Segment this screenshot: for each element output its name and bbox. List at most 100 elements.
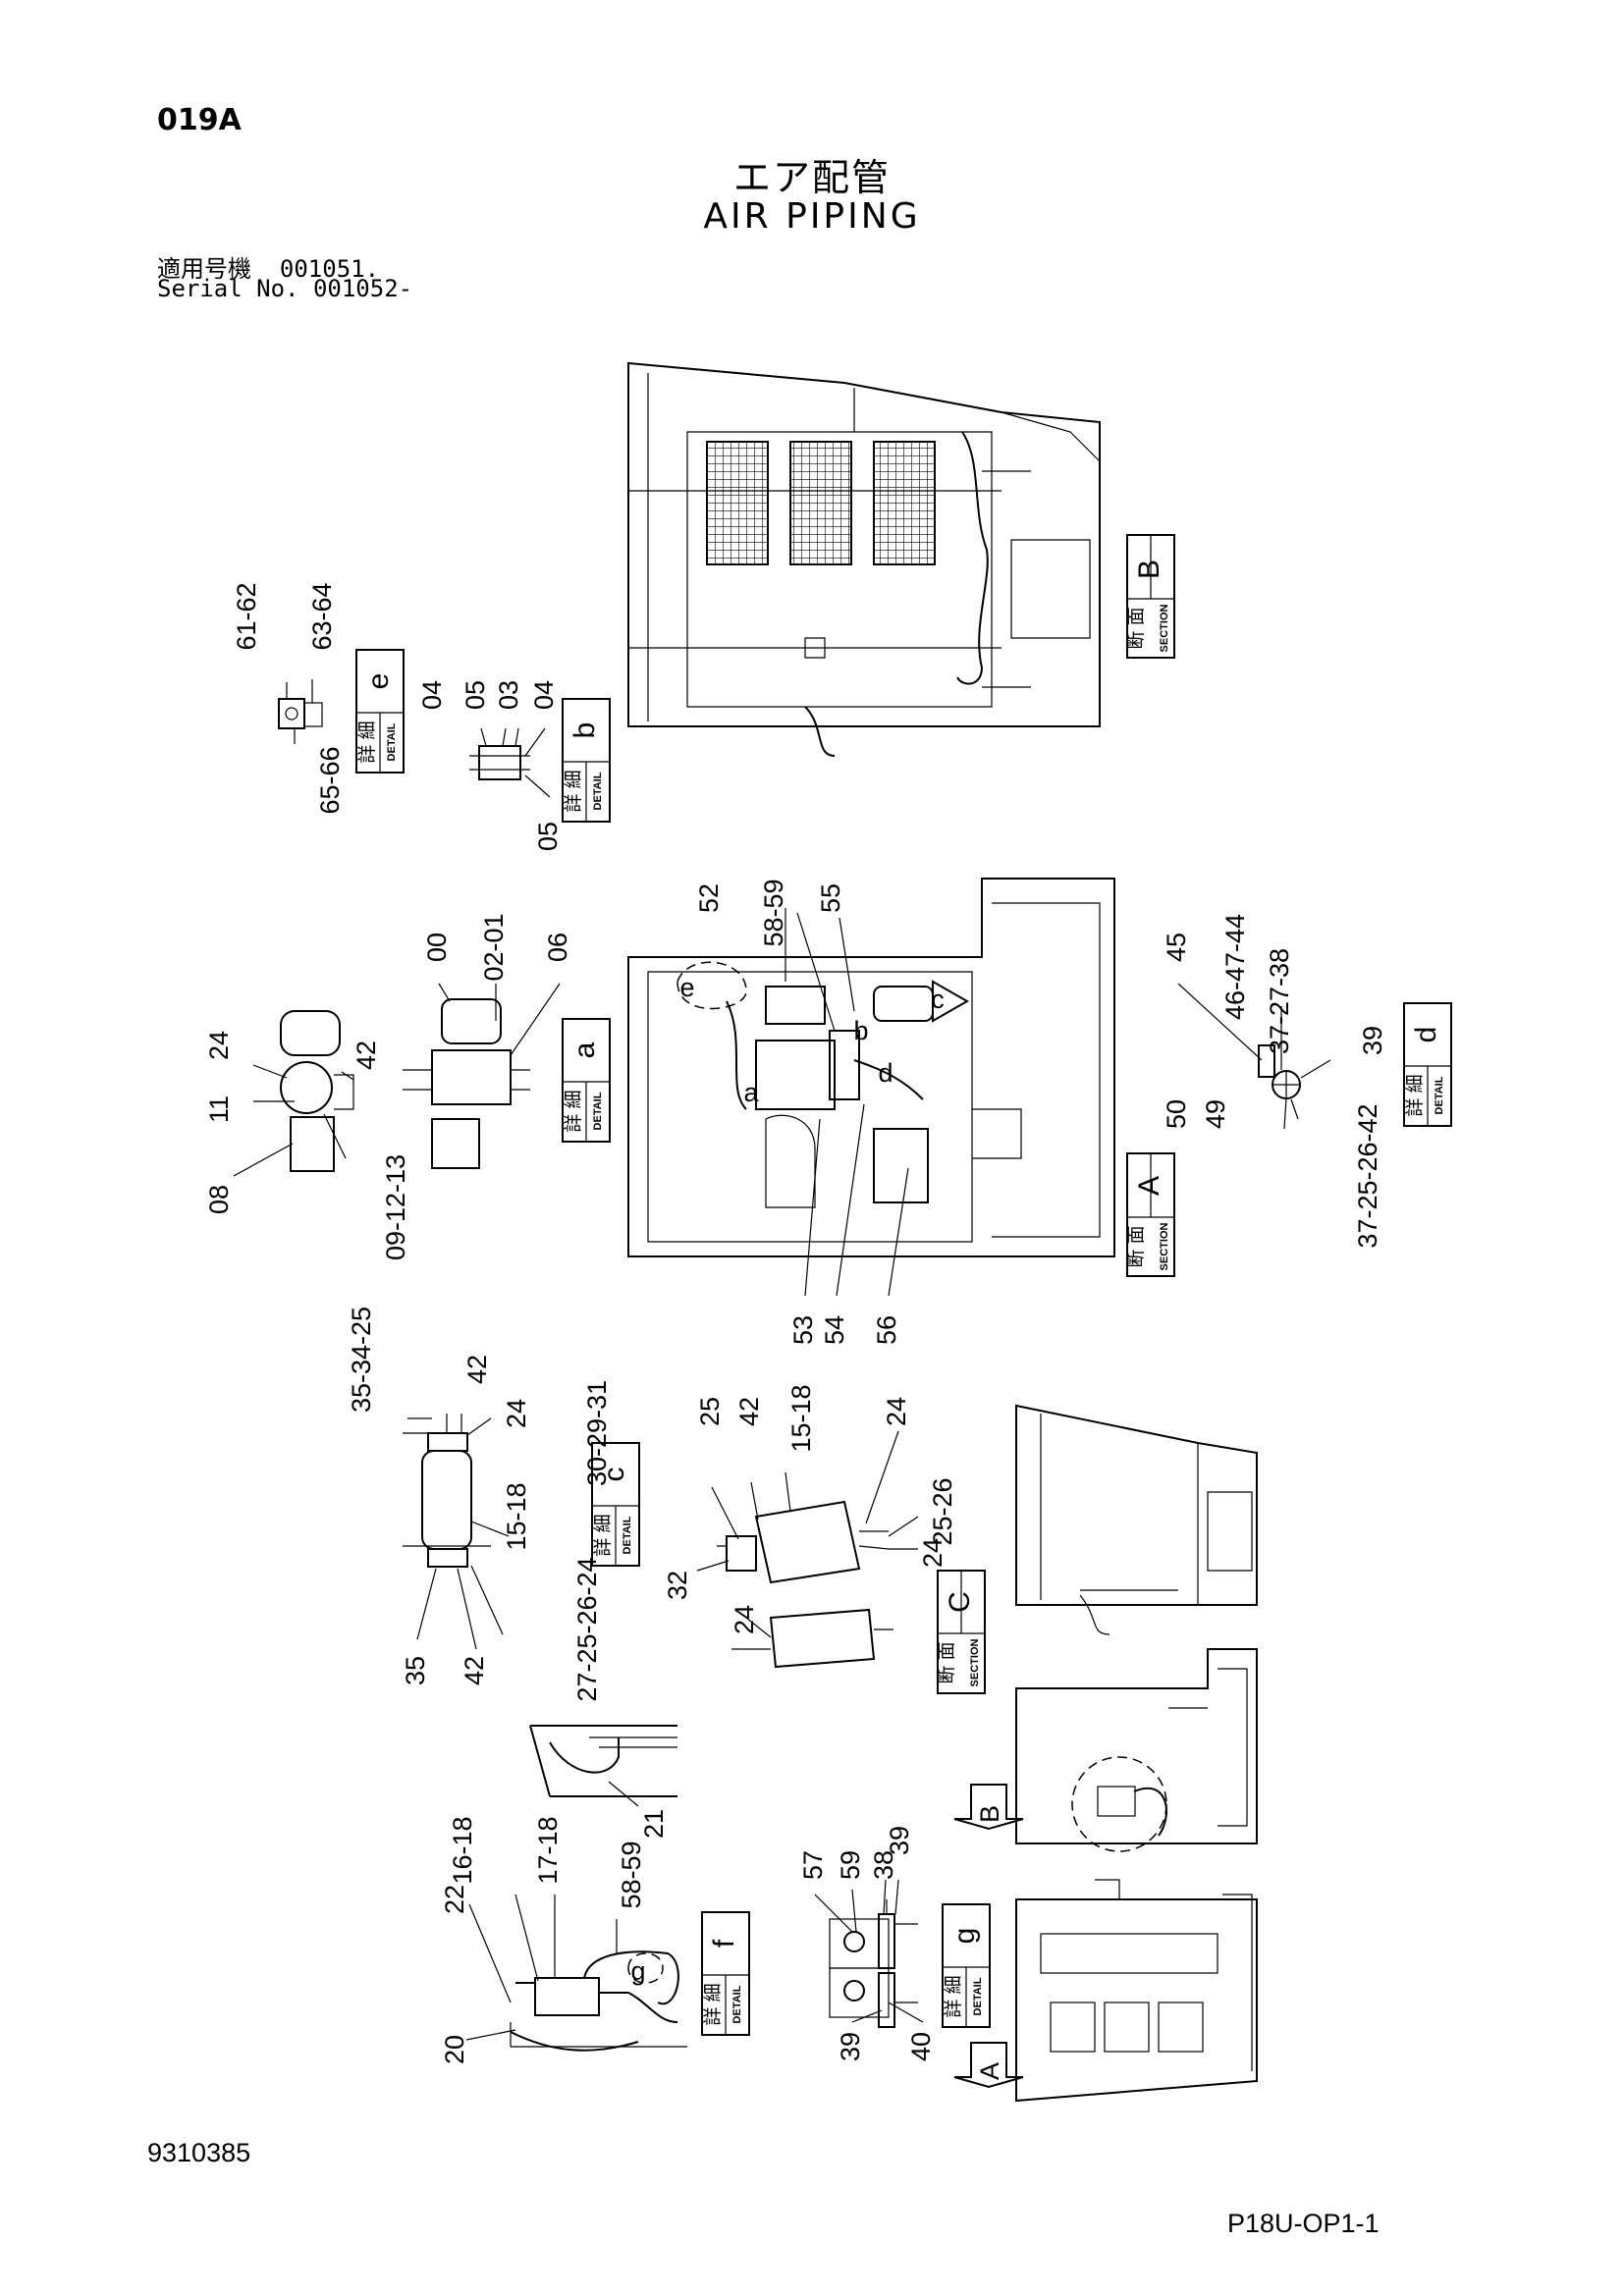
detail-label-jp-a: 詳 細 [563,1090,584,1132]
callout-e-bottom: 65-66 [315,746,345,814]
detail-letter-f: f [708,1939,740,1948]
detail-tag-e: e 詳 細 DETAIL [355,649,405,774]
callout-sc-25: 25 [695,1397,725,1426]
callout-a-08: 08 [204,1185,234,1214]
callout-c-30-29-31: 30-29-31 [582,1380,612,1486]
detail-g-view: 57 59 38 39 39 40 [798,1826,936,2061]
callout-a-42: 42 [352,1041,381,1070]
serial-label-en: Serial No. [157,275,299,302]
callout-sa-58-59: 58-59 [759,879,788,946]
callout-b-04a: 04 [417,680,447,710]
page-title-jp: エア配管 [732,156,891,199]
callout-sc-24a: 24 [882,1397,911,1426]
callout-sa-52: 52 [694,883,724,913]
section-label-en-a: SECTION [1159,1223,1170,1271]
detail-e-view: 61-62 63-64 65-66 [232,582,345,814]
right-elevation-bottom: A [953,1879,1258,2103]
section-letter-c: C [944,1591,976,1613]
detail-label-jp-f: 詳 細 [702,1983,724,2025]
callout-d-49: 49 [1201,1099,1230,1129]
serial-label-jp: 適用号機 [157,255,251,283]
callout-p-21: 21 [639,1809,669,1839]
detail-tag-c: c 詳 細 DETAIL [591,1442,640,1567]
radiator-grille-3 [873,441,936,565]
drawing-number: 9310385 [147,2138,251,2167]
detail-tag-f: f 詳 細 DETAIL [701,1911,750,2036]
sheet-code: P18U-OP1-1 [1227,2209,1380,2238]
callout-b-05a: 05 [460,680,490,710]
detail-label-jp-b: 詳 細 [563,770,584,812]
callout-a-02-01: 02-01 [479,913,509,981]
callout-sc-24c: 24 [730,1605,759,1634]
callout-d-37-25-26-42: 37-25-26-42 [1353,1103,1382,1248]
section-label-jp-a: 断 面 [1125,1225,1147,1267]
section-label-en-c: SECTION [969,1639,981,1687]
callout-f-20: 20 [440,2035,469,2064]
callout-sc-24b: 24 [918,1538,947,1568]
serial-value-1: 001051. [279,255,380,283]
callout-sc-15-18: 15-18 [786,1384,816,1452]
inline-letter-a: a [743,1078,759,1107]
detail-label-jp-g: 詳 細 [943,1975,964,2017]
radiator-grille-2 [789,441,852,565]
right-elevation-top [1015,1404,1258,1635]
callout-c-24: 24 [502,1399,531,1428]
detail-tag-g: g 詳 細 DETAIL [942,1903,991,2028]
callout-d-46-47-44: 46-47-44 [1220,914,1250,1020]
callout-sa-53: 53 [788,1315,818,1345]
detail-d-view: 45 46-47-44 37-27-38 39 50 49 37-25-26-4… [1162,914,1387,1249]
callout-g-59: 59 [836,1850,865,1880]
section-tag-b: B 断 面 SECTION [1125,534,1175,659]
callout-g-39b: 39 [836,2032,865,2061]
callout-d-37-27-38: 37-27-38 [1265,948,1294,1054]
arrow-letter-a: A [975,2062,1004,2080]
section-letter-b: B [1133,560,1165,579]
detail-f-view: g 16-18 17-18 58-59 22 20 [440,1816,687,2064]
callout-d-45: 45 [1162,933,1191,962]
detail-a-view: 24 42 11 08 09-12-13 00 02-01 06 [204,913,572,1260]
callout-sa-56: 56 [872,1315,901,1345]
section-letter-a: A [1133,1176,1165,1196]
callout-d-50: 50 [1162,1099,1191,1129]
callout-c-42: 42 [462,1355,492,1384]
callout-a-09-12-13: 09-12-13 [381,1154,410,1260]
section-label-en-b: SECTION [1159,605,1170,653]
callout-f-22: 22 [440,1885,469,1914]
detail-label-en-c: DETAIL [622,1516,633,1554]
callout-a-06: 06 [543,933,572,962]
callout-sa-54: 54 [820,1315,849,1345]
page-code: 019A [157,103,242,137]
serial-row-en: Serial No. 001052- [157,275,412,302]
arrow-letter-b: B [975,1805,1004,1823]
callout-b-03: 03 [494,680,523,710]
detail-label-en-e: DETAIL [386,722,398,761]
detail-label-en-b: DETAIL [592,772,604,810]
serial-value-2: 001052- [312,275,413,302]
callout-sc-25-26: 25-26 [928,1477,957,1545]
callout-g-39a: 39 [885,1826,914,1855]
detail-letter-g: g [948,1928,981,1945]
detail-label-jp-e: 詳 細 [356,721,378,763]
callout-a-00: 00 [422,933,452,962]
callout-sc-32: 32 [663,1571,692,1600]
detail-label-en-f: DETAIL [731,1985,743,2023]
detail-letter-b: b [568,722,601,739]
detail-letter-d: d [1410,1027,1442,1043]
detail-tag-b: b 詳 細 DETAIL [562,698,611,823]
callout-a-11: 11 [204,1095,234,1123]
radiator-grille-1 [706,441,769,565]
callout-c-42b: 42 [460,1656,489,1685]
detail-label-en-d: DETAIL [1434,1076,1445,1114]
section-c-view: 25 42 15-18 24 25-26 24 32 24 [663,1384,957,1669]
callout-g-38: 38 [869,1850,898,1880]
callout-sc-42: 42 [734,1397,764,1426]
detail-label-jp-c: 詳 細 [592,1514,614,1556]
part-21-view: 21 [529,1725,677,1839]
inline-letter-c: c [931,985,945,1014]
inline-letter-e: e [679,973,694,1002]
callout-f-17-18: 17-18 [533,1816,563,1884]
callout-c-35: 35 [401,1656,430,1685]
callout-b-05b: 05 [533,822,563,851]
callout-e-top-right: 63-64 [307,582,337,650]
